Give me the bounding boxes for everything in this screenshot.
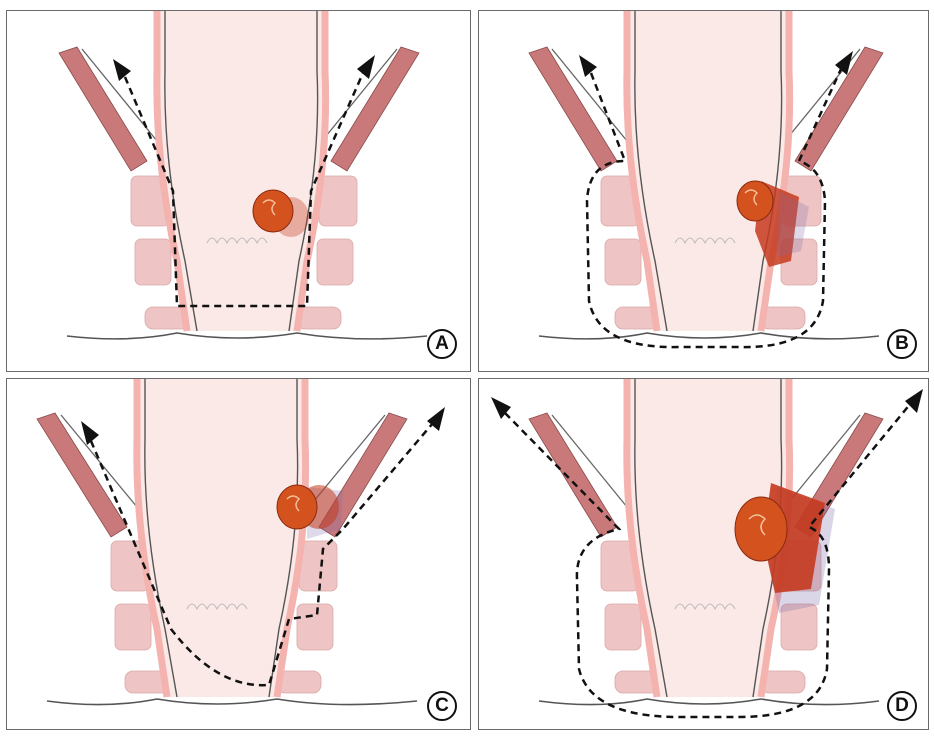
panel-a: A (6, 10, 471, 372)
anatomy-illustration-b (479, 11, 929, 372)
anatomy-illustration-c (7, 379, 471, 730)
panel-label-a: A (427, 329, 457, 359)
panel-c: C (6, 378, 471, 730)
panel-label-c: C (427, 691, 457, 721)
panel-b: B (478, 10, 929, 372)
anatomy-illustration-a (7, 11, 471, 372)
levator-muscle-left (529, 413, 617, 537)
levator-muscle-right (331, 47, 419, 171)
anatomy-illustration-d (479, 379, 929, 730)
panel-label-b: B (887, 329, 917, 359)
levator-muscle-left (37, 413, 127, 537)
panel-d: D (478, 378, 929, 730)
levator-muscle-left (59, 47, 147, 171)
panel-label-d: D (887, 691, 917, 721)
